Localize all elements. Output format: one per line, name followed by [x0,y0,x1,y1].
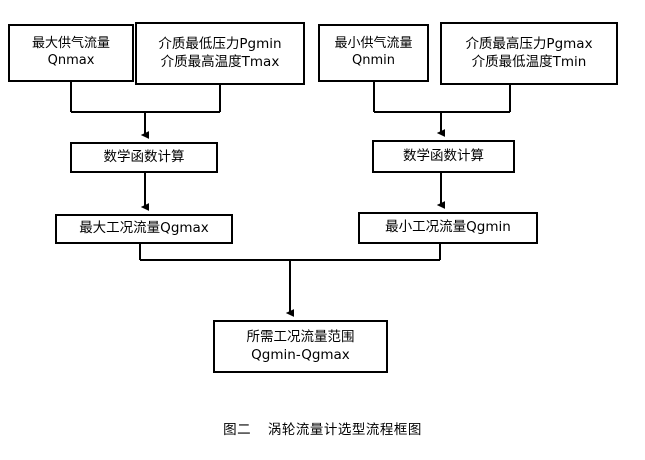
node-max-pressure-min-temp: 介质最高压力Pgmax 介质最低温度Tmin [440,22,618,85]
figure-caption-text: 涡轮流量计选型流程框图 [267,422,422,438]
node-math-function-calc-left-label: 数学函数计算 [103,148,185,165]
node-min-working-flow-qgmin: 最小工况流量Qgmin [358,212,538,244]
node-math-function-calc-right-label: 数学函数计算 [403,147,484,164]
node-required-flow-range-line2: Qgmin-Qgmax [251,346,350,363]
node-max-supply-flow: 最大供气流量 Qnmax [8,24,134,82]
node-max-pressure-min-temp-line1: 介质最高压力Pgmax [465,36,593,53]
node-min-pressure-max-temp-line2: 介质最高温度Tmax [160,53,280,70]
node-math-function-calc-right: 数学函数计算 [372,140,515,173]
node-min-supply-flow: 最小供气流量 Qnmin [318,24,429,82]
node-max-pressure-min-temp-line2: 介质最低温度Tmin [471,53,587,70]
node-min-pressure-max-temp-line1: 介质最低压力Pgmin [158,36,282,53]
node-min-working-flow-qgmin-label: 最小工况流量Qgmin [385,219,511,236]
node-min-pressure-max-temp: 介质最低压力Pgmin 介质最高温度Tmax [135,22,305,85]
node-required-flow-range: 所需工况流量范围 Qgmin-Qgmax [213,320,388,373]
node-min-supply-flow-line2: Qnmin [352,53,395,68]
node-math-function-calc-left: 数学函数计算 [70,142,218,173]
node-required-flow-range-line1: 所需工况流量范围 [246,329,355,346]
node-max-supply-flow-line1: 最大供气流量 [31,36,110,52]
figure-caption: 图二 涡轮流量计选型流程框图 [0,418,645,438]
node-max-working-flow-qgmax-label: 最大工况流量Qgmax [79,220,209,237]
node-max-working-flow-qgmax: 最大工况流量Qgmax [55,214,233,244]
figure-caption-label: 图二 [223,422,252,438]
node-min-supply-flow-line1: 最小供气流量 [334,36,413,52]
node-max-supply-flow-line2: Qnmax [47,53,95,68]
